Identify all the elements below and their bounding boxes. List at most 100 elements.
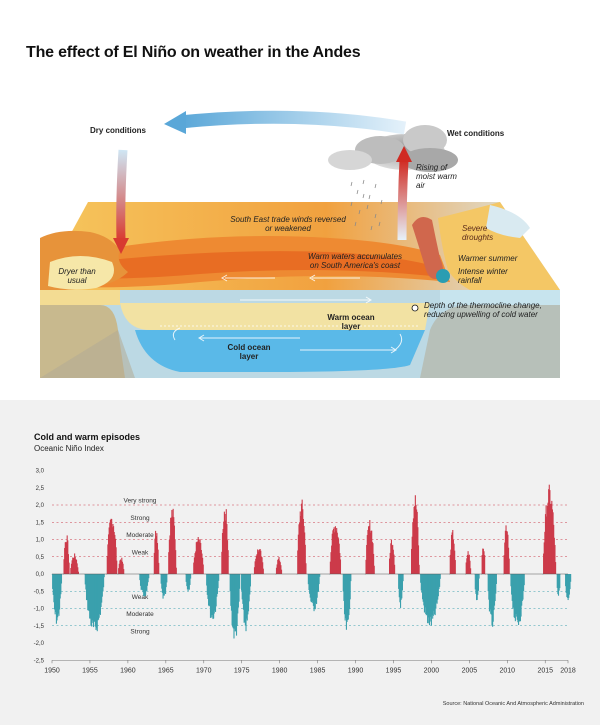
oni-bar <box>233 574 235 639</box>
oni-bar <box>484 555 486 574</box>
oni-bar <box>87 574 89 611</box>
oni-bar <box>197 537 199 574</box>
oni-bar <box>565 574 567 587</box>
chart-axes: 3,02,52,01,51,00,50,0-0,5-1,0-1,5-2,0-2,… <box>34 469 576 675</box>
oni-bar <box>343 574 345 601</box>
oni-bar <box>237 574 239 614</box>
oni-bar <box>207 574 209 599</box>
oni-bar <box>230 574 232 606</box>
oni-bar <box>260 550 262 574</box>
oni-bar <box>139 574 141 581</box>
oni-bar <box>454 550 456 574</box>
oni-bar <box>312 574 314 604</box>
oni-bar <box>247 574 250 612</box>
oni-bar <box>121 557 123 574</box>
oni-bar <box>300 503 303 574</box>
oni-bar <box>548 484 550 574</box>
oni-bar <box>450 549 452 574</box>
oni-bar <box>523 574 525 586</box>
oni-bar <box>428 574 430 618</box>
oni-bar <box>196 541 198 574</box>
oni-bar <box>247 574 249 615</box>
oni-bar <box>214 574 216 611</box>
oni-bar <box>543 553 545 574</box>
oni-bar <box>368 526 370 574</box>
oni-bar <box>92 574 94 623</box>
oni-bar <box>474 574 476 590</box>
oni-bar <box>514 574 516 622</box>
oni-bar <box>209 574 212 618</box>
oni-bar <box>552 512 554 574</box>
x-tick-label: 2018 <box>560 667 576 674</box>
oni-bar <box>310 574 312 602</box>
oni-bar <box>423 574 425 606</box>
oni-bar <box>369 532 372 574</box>
oni-bar <box>332 530 334 574</box>
oni-bar <box>238 574 240 602</box>
oni-bar <box>91 574 93 627</box>
oni-bar <box>336 527 338 574</box>
oni-bar <box>255 555 257 574</box>
oni-bar <box>113 526 115 574</box>
oni-bar <box>417 545 420 574</box>
oni-bar <box>345 574 347 630</box>
oni-bar <box>91 574 93 621</box>
oni-bar <box>518 574 520 625</box>
oni-bar <box>368 525 370 574</box>
oni-bar <box>432 574 434 619</box>
oni-bar <box>156 533 158 574</box>
rainfall-marker <box>436 269 450 283</box>
oni-bar <box>482 548 484 574</box>
oni-bar <box>508 547 510 574</box>
y-tick-label: 0,0 <box>36 572 45 578</box>
oni-bar <box>244 574 246 623</box>
oni-bar <box>153 552 155 574</box>
oni-bar <box>349 574 351 600</box>
severe-droughts-label: Severe droughts <box>462 224 494 242</box>
oni-bar <box>197 541 199 574</box>
oni-bar <box>60 574 63 584</box>
oni-bar <box>190 574 192 579</box>
oni-bar <box>436 574 438 604</box>
x-tick-label: 1985 <box>310 667 326 674</box>
oni-bar <box>335 530 337 574</box>
oni-bar <box>212 574 214 620</box>
oni-bar <box>300 515 302 574</box>
oni-bar <box>200 542 202 574</box>
oni-bar <box>315 574 317 604</box>
oni-bar <box>546 516 548 574</box>
oni-bar <box>312 574 314 606</box>
oni-bar <box>65 542 68 574</box>
oni-bar <box>478 574 480 579</box>
oni-bar <box>195 551 197 574</box>
oni-bar <box>118 563 120 574</box>
oni-bar <box>170 517 172 574</box>
oni-bar <box>307 574 309 585</box>
y-tick-label: 0,5 <box>36 555 45 561</box>
oni-bar <box>165 574 167 595</box>
oni-bar <box>168 552 170 574</box>
threshold-label: Weak <box>132 594 149 601</box>
oni-bar <box>114 538 117 574</box>
oni-bar <box>102 574 104 592</box>
oni-bar <box>412 522 414 574</box>
oni-bar <box>390 539 392 574</box>
oni-bar <box>216 574 218 597</box>
oni-bar <box>222 528 224 574</box>
cold-ocean-layer-section <box>135 330 425 372</box>
oni-bar <box>57 574 59 614</box>
oni-bar <box>435 574 438 603</box>
y-tick-label: -1,0 <box>34 607 45 613</box>
oni-bar <box>110 518 112 574</box>
oni-bar <box>157 549 159 574</box>
oni-bar <box>241 574 243 600</box>
oni-bar <box>566 574 568 598</box>
oni-bar <box>246 574 248 619</box>
oni-bar <box>424 574 426 608</box>
oni-bar <box>568 574 570 598</box>
oni-bar <box>427 574 429 624</box>
oni-bar <box>63 559 65 574</box>
descending-air-arrow-head <box>113 238 129 254</box>
oni-bar <box>58 574 60 616</box>
oni-bar <box>234 574 236 629</box>
